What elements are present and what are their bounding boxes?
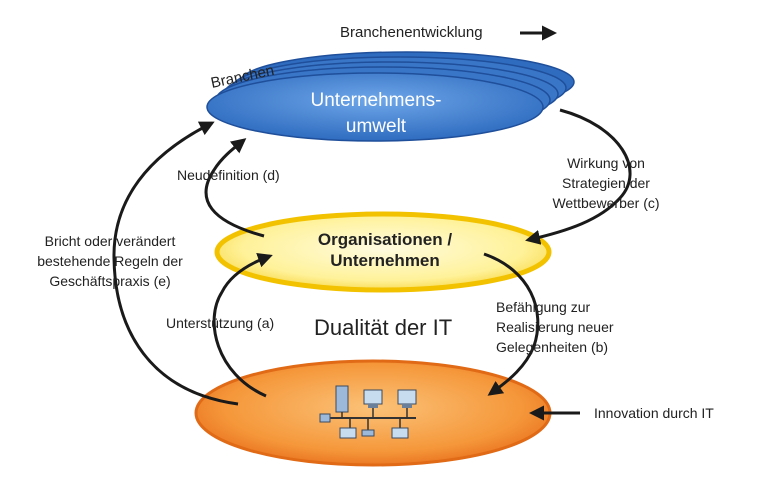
- competitor-label-line3: Wettbewerber (c): [552, 195, 659, 211]
- environment-label-line2: umwelt: [346, 116, 407, 137]
- enable-label-line3: Gelegenheiten (b): [496, 339, 608, 355]
- support-label: Unterstützung (a): [166, 315, 274, 331]
- arrow-competitor-strategies: [525, 108, 632, 245]
- organisation-ellipse: [214, 211, 552, 293]
- enable-label-line1: Befähigung zur: [496, 299, 591, 315]
- duality-title: Dualität der IT: [314, 315, 452, 340]
- organisation-label-line2: Unternehmen: [330, 251, 440, 270]
- breaks-rules-label-line1: Bricht oder verändert: [45, 233, 176, 249]
- breaks-rules-label-line2: bestehende Regeln der: [37, 253, 183, 269]
- breaks-rules-label-line3: Geschäftspraxis (e): [49, 273, 170, 289]
- environment-ellipse: [206, 72, 544, 142]
- redefinition-label: Neudefinition (d): [177, 167, 280, 183]
- enable-label-line2: Realisierung neuer: [496, 319, 614, 335]
- arrow-redefinition: [204, 138, 265, 238]
- industry-development-label: Branchenentwicklung: [340, 24, 483, 41]
- environment-ellipse-stack: [206, 51, 575, 142]
- arrow-breaks-rules: [112, 121, 239, 406]
- innovation-label: Innovation durch IT: [594, 405, 714, 421]
- arrow-enable: [483, 252, 540, 396]
- arrow-support: [212, 253, 273, 398]
- organisation-label-line1: Organisationen /: [318, 230, 452, 249]
- environment-label-line1: Unternehmens-: [311, 90, 442, 111]
- computer-network-icon: [319, 385, 417, 439]
- competitor-label-line1: Wirkung von: [567, 155, 645, 171]
- competitor-label-line2: Strategien der: [562, 175, 650, 191]
